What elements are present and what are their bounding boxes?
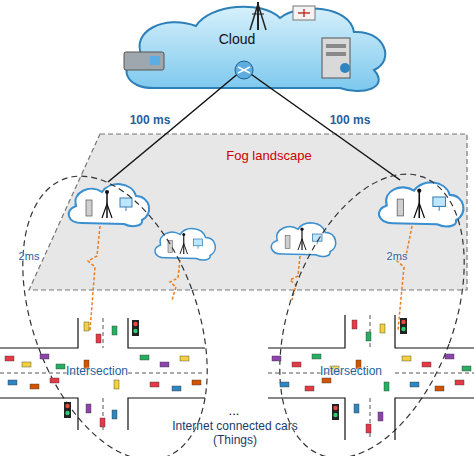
car	[40, 354, 49, 359]
car	[5, 356, 14, 361]
car	[96, 334, 101, 343]
switch-icon	[238, 67, 250, 73]
traffic-light	[401, 327, 405, 331]
road	[128, 318, 205, 348]
latency-label: 100 ms	[322, 114, 378, 128]
road-marking	[370, 315, 371, 348]
cloud-icons	[252, 14, 264, 15]
caption-label: Internet connected cars (Things)	[150, 420, 320, 448]
traffic-light	[332, 404, 339, 420]
cloud-icons	[298, 9, 310, 17]
car	[352, 320, 357, 329]
car	[272, 356, 281, 361]
node-label: Fog landscape	[204, 149, 334, 164]
intersection-label: Intersection	[52, 365, 142, 379]
cloud-icons	[293, 6, 315, 20]
road	[268, 398, 345, 440]
intersection-label: Intersection	[306, 365, 396, 379]
road	[0, 398, 78, 430]
car	[150, 382, 159, 387]
car	[180, 356, 189, 361]
car	[380, 324, 385, 333]
car	[84, 322, 89, 331]
car	[114, 380, 119, 389]
road-marking	[103, 318, 104, 348]
car	[435, 386, 444, 391]
car	[312, 354, 321, 359]
switch-icon	[235, 61, 253, 79]
network-link	[167, 92, 216, 133]
car	[30, 384, 39, 389]
cloud-icons	[150, 56, 160, 65]
traffic-light	[333, 413, 337, 417]
road-marking	[370, 398, 371, 440]
traffic-light	[64, 402, 71, 418]
car	[280, 382, 289, 387]
traffic-light	[132, 320, 139, 336]
car	[462, 366, 471, 371]
cloud-icons	[340, 63, 350, 73]
car	[445, 354, 454, 359]
car	[455, 380, 464, 385]
car	[192, 380, 201, 385]
traffic-light	[65, 411, 69, 415]
network-link	[276, 92, 334, 133]
car	[56, 364, 65, 369]
traffic-light	[133, 322, 137, 326]
car	[292, 362, 301, 367]
traffic-light	[400, 318, 407, 334]
car	[322, 378, 331, 383]
latency-label: 2ms	[380, 250, 414, 263]
car	[422, 362, 431, 367]
car	[172, 386, 181, 391]
traffic-light	[401, 320, 405, 324]
car	[305, 386, 314, 391]
car	[86, 404, 91, 413]
car	[366, 332, 371, 341]
road-marking	[128, 373, 205, 374]
road	[395, 398, 474, 440]
band-shape	[29, 134, 467, 290]
car	[5, 320, 471, 433]
car	[402, 356, 411, 361]
node-label: Cloud	[204, 31, 270, 47]
car	[22, 362, 31, 367]
car	[140, 355, 149, 360]
car	[384, 382, 389, 391]
traffic-light	[133, 329, 137, 333]
road	[395, 315, 474, 348]
cloud-icons	[326, 44, 346, 48]
car	[410, 382, 419, 387]
traffic-light	[65, 404, 69, 408]
ellipsis: ...	[214, 404, 254, 419]
car	[112, 410, 117, 419]
road-marking	[395, 373, 474, 374]
car	[378, 412, 383, 421]
car	[160, 362, 169, 367]
traffic-light	[333, 406, 337, 410]
road	[0, 318, 78, 348]
car	[354, 404, 359, 413]
car	[50, 378, 59, 383]
latency-label: 2ms	[12, 250, 46, 263]
switch-icon	[235, 61, 253, 79]
road	[268, 315, 345, 348]
cloud-icons	[326, 52, 346, 56]
car	[100, 418, 105, 427]
car	[112, 326, 117, 335]
cloud-icons	[124, 52, 164, 70]
car	[8, 380, 17, 385]
car	[366, 424, 371, 433]
cloud-shape	[127, 7, 386, 91]
latency-label: 100 ms	[122, 114, 178, 128]
cloud-icons	[322, 38, 350, 78]
cloud-node: Cloud	[112, 2, 394, 92]
